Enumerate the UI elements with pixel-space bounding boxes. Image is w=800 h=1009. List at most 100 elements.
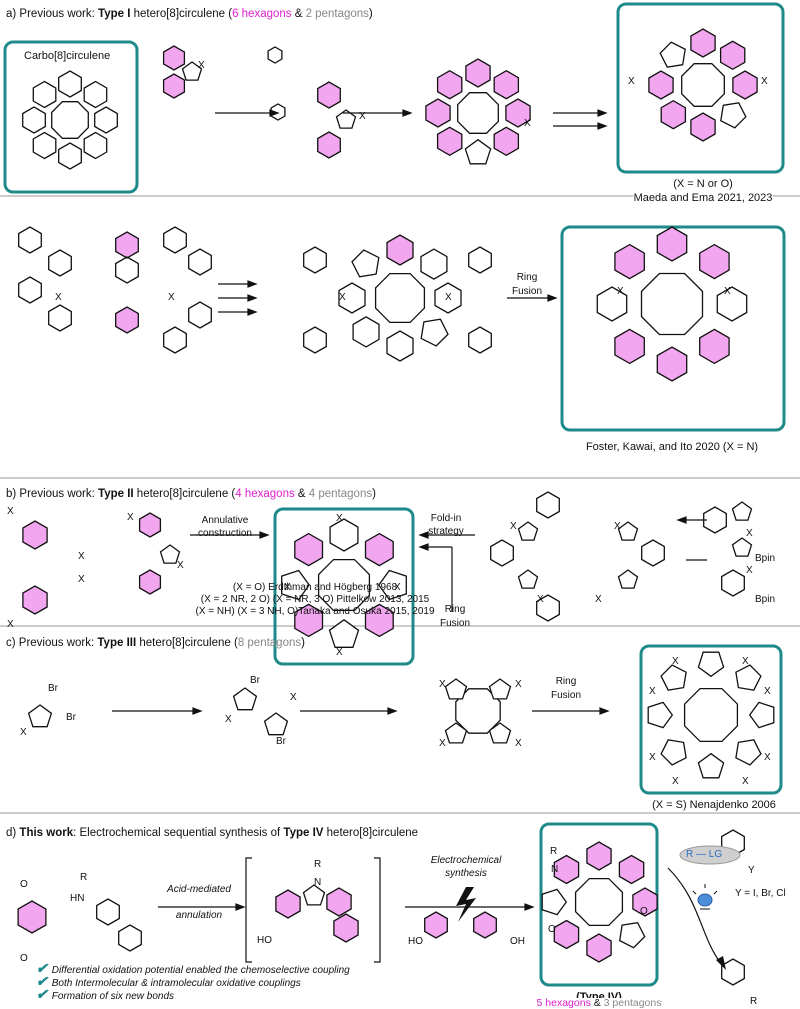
atom-r: R (314, 859, 322, 870)
pentagon-ring (328, 618, 360, 648)
octagon-core (374, 272, 426, 324)
atom-x: X (649, 686, 656, 697)
bullet-item: ✔Differential oxidation potential enable… (36, 961, 350, 977)
amp: & (590, 997, 604, 1009)
foldin-label: Fold-in (430, 513, 462, 524)
hexagon-ring (118, 924, 142, 952)
hexagon-ring (163, 326, 187, 354)
atom-o: O (20, 879, 28, 890)
hexagon-ring (32, 80, 57, 109)
annulative-label: Annulative (201, 515, 249, 526)
pentagon-ring (444, 722, 468, 744)
pentagon-ring (302, 884, 326, 906)
hexagon-ring (614, 328, 645, 365)
pentagon-ring (444, 678, 468, 700)
nenajdenko-credit: (X = S) Nenajdenko 2006 (652, 799, 776, 811)
pentagon-ring (488, 678, 512, 700)
hexagon-ring (716, 286, 748, 322)
atom-x: X (724, 286, 731, 297)
octagon-core (574, 877, 624, 927)
hexagon-ring (303, 326, 327, 354)
octagon-core (640, 272, 704, 336)
title-suffix: hetero[8]circulene ( (136, 637, 238, 649)
atom-r: R (750, 996, 758, 1007)
hexagon-ring (94, 106, 118, 134)
type-label: Type II (98, 488, 134, 500)
type-iii-product-box (639, 644, 783, 795)
octagon-core (51, 101, 89, 139)
type-i-product-box (616, 2, 785, 174)
atom-x: X (284, 582, 291, 593)
this-work: This work (19, 827, 74, 839)
atom-x: X (515, 679, 522, 690)
br-label: Br (48, 683, 58, 694)
pentagon-ring (731, 501, 753, 521)
hexagon-ring (699, 328, 730, 365)
ring-fusion-label: Fusion (439, 618, 471, 629)
atom-x: X (177, 560, 184, 571)
hexagon-ring (364, 532, 394, 567)
ho-label: HO (257, 935, 272, 946)
hexagon-ring (596, 286, 628, 322)
pentagon-ring (281, 569, 311, 601)
lightning-icon (456, 887, 476, 922)
hexagon-ring (188, 301, 212, 329)
synthesis-label: synthesis (445, 868, 487, 879)
pentagon-ring (660, 739, 687, 766)
atom-x: X (672, 656, 679, 667)
hexagon-ring (493, 69, 520, 100)
amp: & (294, 488, 309, 500)
octagon-core (457, 92, 499, 134)
ring-fusion-label: Ring (516, 272, 538, 283)
ref-line-2: (X = 2 NR, 2 O) (X = NR, 3 O) Pittelkow … (200, 594, 430, 605)
ring-fusion-label: Fusion (550, 690, 582, 701)
ref-line-1: (X = O) Erdthman and Högberg 1968 (232, 582, 398, 593)
octagon-core (683, 687, 739, 743)
hexagon-ring (338, 282, 366, 314)
atom-x: X (617, 286, 624, 297)
atom-x: X (127, 512, 134, 523)
title-prefix: b) Previous work: (6, 488, 99, 500)
construction-label: construction (198, 528, 252, 539)
hexagon-ring (420, 248, 448, 280)
octagon-core (317, 558, 371, 612)
pentagon-count: 8 pentagons (237, 637, 302, 649)
hexagon-ring (648, 70, 674, 100)
ring-fusion-label: Ring (555, 676, 577, 687)
light-bulb-icon (692, 884, 718, 910)
acid-label: Acid-mediated (167, 884, 231, 895)
hexagon-ring (386, 234, 414, 266)
carbo-circulene-box (3, 40, 139, 194)
pentagon-ring (660, 664, 687, 691)
title-prefix: a) Previous work: (6, 8, 99, 20)
atom-x: X (20, 727, 27, 738)
hexagon-ring (32, 131, 57, 160)
pentagon-ring (697, 752, 725, 779)
atom-x: X (742, 656, 749, 667)
check-icon: ✔ (36, 986, 48, 1002)
hexagon-ring (115, 231, 139, 259)
hexagon-ring (22, 585, 48, 615)
hexagon-ring (326, 887, 352, 917)
br-label: Br (276, 736, 286, 747)
pentagon-ring (351, 249, 380, 278)
hexagon-ring (18, 226, 42, 254)
ho-label: HO (408, 936, 423, 947)
pentagon-ring (377, 569, 407, 601)
hexagon-ring (656, 226, 688, 262)
atom-x: X (746, 528, 753, 539)
note-x: (X = N or O) (673, 178, 733, 190)
hexagon-ring (493, 126, 520, 157)
hexagon-ring (505, 98, 531, 128)
pentagon-ring (748, 701, 775, 729)
panel-b-title: b) Previous work: Type II hetero[8]circu… (6, 488, 376, 501)
bullet-text: Formation of six new bonds (51, 991, 175, 1002)
atom-x: X (537, 594, 544, 605)
hexagon-ring (115, 306, 139, 334)
panel-d-title: d) This work: Electrochemical sequential… (6, 827, 418, 840)
hexagon-count: 4 hexagons (235, 488, 295, 500)
strategy-label: strategy (428, 526, 464, 537)
note-authors: Maeda and Ema 2021, 2023 (633, 192, 773, 205)
type-label: Type I (98, 8, 131, 20)
title-close: ) (368, 8, 373, 20)
